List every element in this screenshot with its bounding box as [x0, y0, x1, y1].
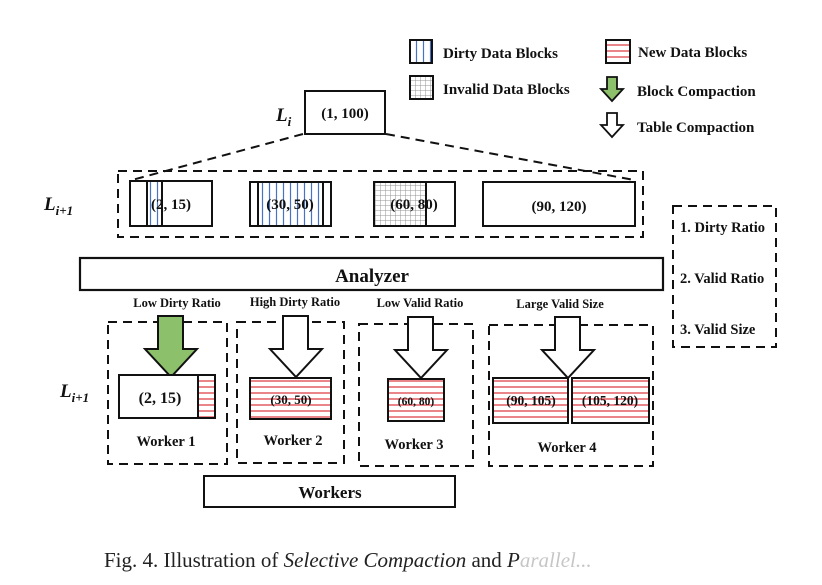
- legend-new-label: New Data Blocks: [638, 45, 747, 61]
- worker-4: (90, 105) (105, 120) Worker 4: [492, 377, 650, 456]
- green-down-arrow-icon: [598, 76, 626, 103]
- dirty-blocks-swatch-icon: [409, 39, 433, 64]
- dirty-segment: [257, 181, 324, 227]
- caption-prefix: Fig. 4. Illustration of: [104, 548, 284, 572]
- output-block: [249, 377, 332, 420]
- metric-dirty-ratio: 1. Dirty Ratio: [680, 220, 765, 236]
- decision-low-dirty-ratio: Low Dirty Ratio: [133, 296, 221, 310]
- output-block-range: (2, 15): [139, 390, 182, 407]
- output-block-range: (90, 105): [506, 393, 556, 408]
- block-compaction-arrow-icon: [142, 315, 200, 379]
- white-down-arrow-icon: [598, 112, 626, 139]
- expand-line-left: [131, 133, 304, 181]
- workers-bar-label: Workers: [298, 483, 362, 502]
- output-block-range: (105, 120): [582, 393, 638, 408]
- legend-table-compaction-label: Table Compaction: [637, 120, 755, 136]
- analyzer-bar: [78, 256, 665, 292]
- decision-large-valid-size: Large Valid Size: [516, 297, 604, 311]
- metric-valid-size: 3. Valid Size: [680, 322, 756, 338]
- block-range: (90, 120): [532, 199, 587, 215]
- block-range: (30, 50): [266, 197, 314, 213]
- legend-invalid-blocks: Invalid Data Blocks: [409, 75, 570, 100]
- decision-high-dirty-ratio: High Dirty Ratio: [250, 295, 340, 309]
- table-compaction-arrow-icon: [539, 316, 597, 380]
- output-block-range: (60, 80): [398, 396, 435, 408]
- invalid-segment: [373, 181, 427, 227]
- legend-new-blocks: New Data Blocks: [605, 39, 747, 64]
- metrics-box: 1. Dirty Ratio 2. Valid Ratio 3. Valid S…: [672, 205, 777, 348]
- worker-3: (60, 80) Worker 3: [385, 378, 445, 453]
- block-range: (2, 15): [151, 197, 191, 213]
- level-i-range: (1, 100): [321, 106, 369, 122]
- figure-caption: Fig. 4. Illustration of Selective Compac…: [104, 548, 592, 573]
- level-i: Li (1, 100): [131, 90, 635, 181]
- dirty-segment: [146, 180, 163, 227]
- table-compaction-arrow-icon: [267, 315, 325, 379]
- analyzer-label: Analyzer: [335, 266, 409, 287]
- analyzer: Analyzer: [78, 256, 665, 292]
- metrics-dashed-frame: [672, 205, 777, 348]
- output-level-label: Li+1: [59, 381, 89, 405]
- output-block: [118, 374, 199, 419]
- worker-2: (30, 50) Worker 2: [249, 377, 332, 449]
- block-range: (60, 80): [390, 197, 438, 213]
- level-i-label: Li: [275, 105, 292, 129]
- level-i1-label: Li+1: [43, 194, 73, 218]
- output-block: [492, 377, 569, 424]
- workers-bar: Workers: [203, 475, 456, 508]
- input-block-30-50: (30, 50): [249, 181, 332, 227]
- level-i-sstable: [304, 90, 386, 135]
- new-blocks-swatch-icon: [605, 39, 631, 64]
- legend-dirty-label: Dirty Data Blocks: [443, 46, 558, 62]
- caption-faded-text: arallel...: [519, 548, 592, 572]
- worker-3-label: Worker 3: [385, 437, 444, 453]
- worker-1-frame: [107, 321, 228, 465]
- caption-emphasis-2: P: [507, 548, 520, 572]
- output-block: [571, 377, 650, 424]
- worker-1: (2, 15) Worker 1: [118, 374, 216, 450]
- legend-block-compaction: Block Compaction: [598, 76, 756, 103]
- invalid-blocks-swatch-icon: [409, 75, 434, 100]
- table-compaction-arrow-icon: [392, 316, 450, 380]
- caption-mid: and: [466, 548, 508, 572]
- worker-4-label: Worker 4: [538, 440, 597, 456]
- decision-low-valid-ratio: Low Valid Ratio: [377, 296, 464, 310]
- output-block: [387, 378, 445, 422]
- expand-line-right: [385, 133, 635, 181]
- legend-table-compaction: Table Compaction: [598, 112, 755, 139]
- level-i1-dashed-frame: [117, 170, 644, 238]
- metric-valid-ratio: 2. Valid Ratio: [680, 271, 764, 287]
- legend-block-compaction-label: Block Compaction: [637, 84, 756, 100]
- input-block-90-120: (90, 120): [482, 181, 636, 227]
- output-block-range: (30, 50): [270, 392, 311, 407]
- legend-dirty-blocks: Dirty Data Blocks: [409, 39, 558, 64]
- legend: Dirty Data Blocks New Data Blocks Invali…: [409, 39, 756, 139]
- new-data-segment: [197, 374, 216, 419]
- worker-1-label: Worker 1: [137, 434, 196, 450]
- input-block-60-80: (60, 80): [373, 181, 456, 227]
- level-i1-input: Li+1 (2, 15) (30, 50) (60, 80) (90, 120): [43, 170, 644, 238]
- workers-bar-box: [203, 475, 456, 508]
- worker-2-label: Worker 2: [264, 433, 323, 449]
- legend-invalid-label: Invalid Data Blocks: [443, 82, 570, 98]
- caption-emphasis-1: Selective Compaction: [283, 548, 467, 572]
- worker-3-frame: [358, 323, 474, 467]
- input-block-2-15: (2, 15): [129, 180, 213, 227]
